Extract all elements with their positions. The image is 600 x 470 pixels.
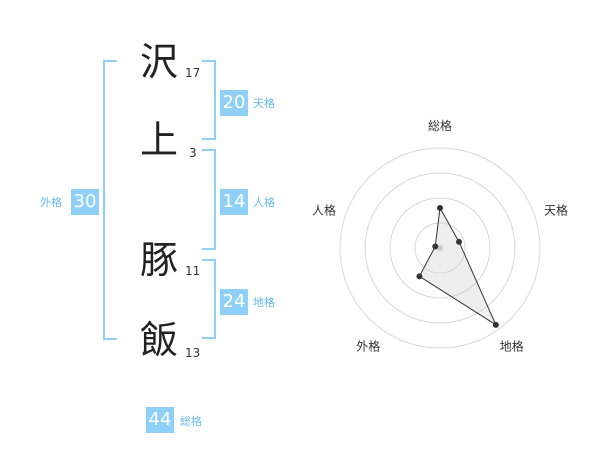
chikaku-value: 24: [220, 289, 248, 315]
jinkaku-bracket: [202, 149, 216, 250]
tenkaku-value: 20: [220, 90, 248, 116]
radar-ring: [339, 147, 541, 349]
name-char-4: 飯: [140, 318, 179, 362]
name-char-1: 沢: [140, 40, 179, 84]
jinkaku-value: 14: [220, 189, 248, 215]
radar-ring: [389, 197, 491, 299]
stroke-count-4: 13: [185, 346, 201, 360]
gaikaku-value: 30: [71, 189, 99, 215]
radar-ring: [364, 172, 516, 324]
tenkaku-label: 天格: [253, 97, 275, 110]
tenkaku-bracket: [202, 60, 216, 140]
stroke-count-3: 11: [185, 264, 201, 278]
radar-point: [456, 238, 463, 245]
radar-ring: [414, 222, 466, 274]
radar-point: [492, 321, 499, 328]
stroke-count-1: 17: [185, 66, 201, 80]
chikaku-bracket: [202, 259, 216, 339]
chikaku-label: 地格: [253, 296, 275, 309]
radar-point: [437, 205, 443, 211]
radar-axis-label: 総格: [428, 118, 452, 133]
radar-axis-label: 人格: [312, 202, 336, 217]
radar-axis-label: 天格: [544, 202, 568, 217]
radar-point: [432, 243, 439, 250]
gaikaku-label: 外格: [40, 196, 62, 209]
soukaku-label: 総格: [180, 415, 202, 428]
radar-axis-label: 外格: [356, 339, 380, 354]
soukaku-value: 44: [146, 407, 174, 433]
name-char-3: 豚: [140, 238, 179, 282]
jinkaku-label: 人格: [253, 196, 275, 209]
gaikaku-bracket: [103, 60, 117, 340]
radar-center: [437, 245, 443, 251]
radar-point: [416, 273, 423, 280]
name-char-2: 上: [140, 118, 179, 162]
radar-axis-label: 地格: [500, 339, 524, 354]
radar-area: [418, 206, 497, 327]
stroke-count-2: 3: [189, 146, 197, 160]
